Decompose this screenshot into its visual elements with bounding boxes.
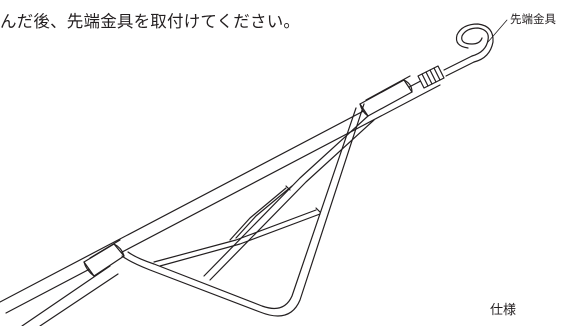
net-frame <box>121 103 375 317</box>
specifications-heading: 仕様 <box>490 303 517 318</box>
instruction-text: んだ後、先端金具を取付けてください。 <box>0 12 301 31</box>
callout-leader-line <box>487 19 508 43</box>
upper-coupling <box>359 75 413 117</box>
tip-fitting-hook <box>455 23 494 63</box>
tip-fitting-callout-label: 先端金具 <box>510 12 556 26</box>
lower-coupling <box>83 239 125 277</box>
tip-rod <box>443 55 475 77</box>
threaded-joint <box>417 65 445 89</box>
lower-tube <box>21 265 119 326</box>
